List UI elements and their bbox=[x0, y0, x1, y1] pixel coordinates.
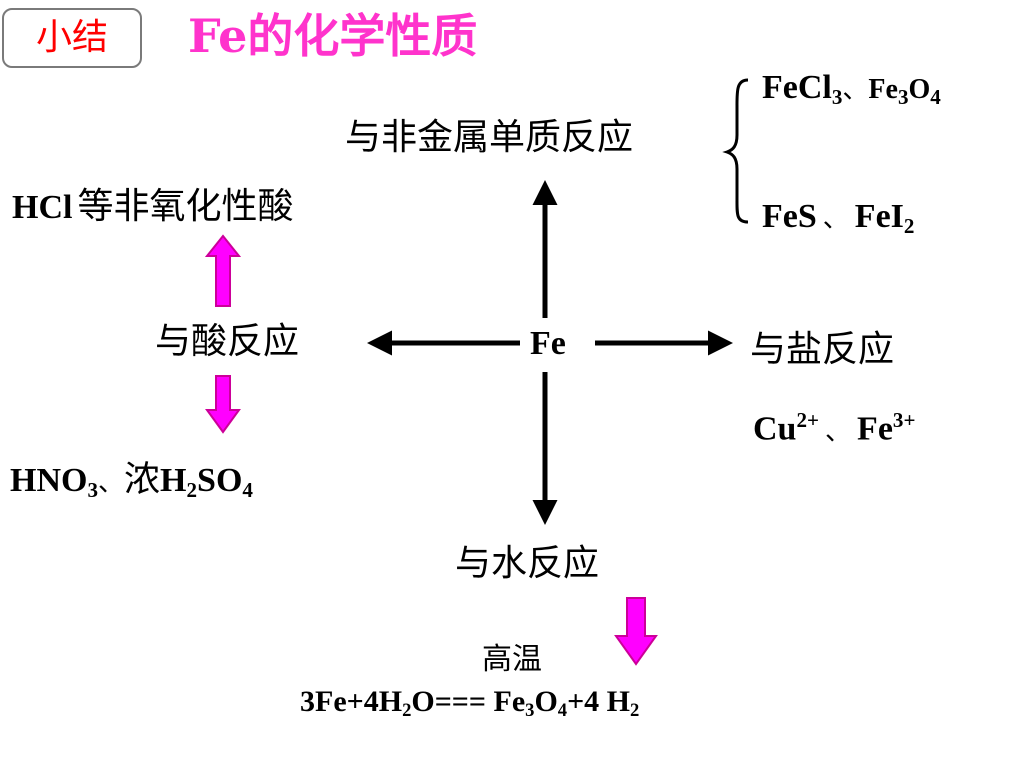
branch-acid-label: 与酸反应 bbox=[155, 321, 300, 362]
reaction-condition: 高温 bbox=[482, 642, 542, 677]
pink-arrow-water bbox=[614, 597, 658, 666]
center-fe: Fe bbox=[530, 325, 566, 362]
nonmetal-products-line2: FeS、FeI2 bbox=[762, 198, 915, 238]
oxidizing-acids: HNO3、浓H2SO4 bbox=[10, 459, 253, 502]
salt-ions: Cu2+、Fe3+ bbox=[753, 408, 916, 448]
page-title: Fe的化学性质 bbox=[188, 9, 478, 63]
branch-nonmetal-label: 与非金属单质反应 bbox=[345, 117, 634, 158]
branch-salt-label: 与盐反应 bbox=[750, 329, 895, 370]
nonmetal-products-line1: FeCl3、Fe3O4 bbox=[762, 69, 941, 109]
branch-water-label: 与水反应 bbox=[455, 543, 600, 584]
water-reaction-equation: 3Fe+4H2O=== Fe3O4+4 H2 bbox=[300, 685, 640, 722]
curly-brace bbox=[722, 78, 749, 224]
summary-badge: 小结 bbox=[2, 8, 142, 68]
pink-arrow-down bbox=[205, 375, 241, 434]
pink-arrow-up bbox=[204, 234, 242, 307]
nonoxidizing-acid-note: HCl 等非氧化性酸 bbox=[12, 186, 294, 227]
